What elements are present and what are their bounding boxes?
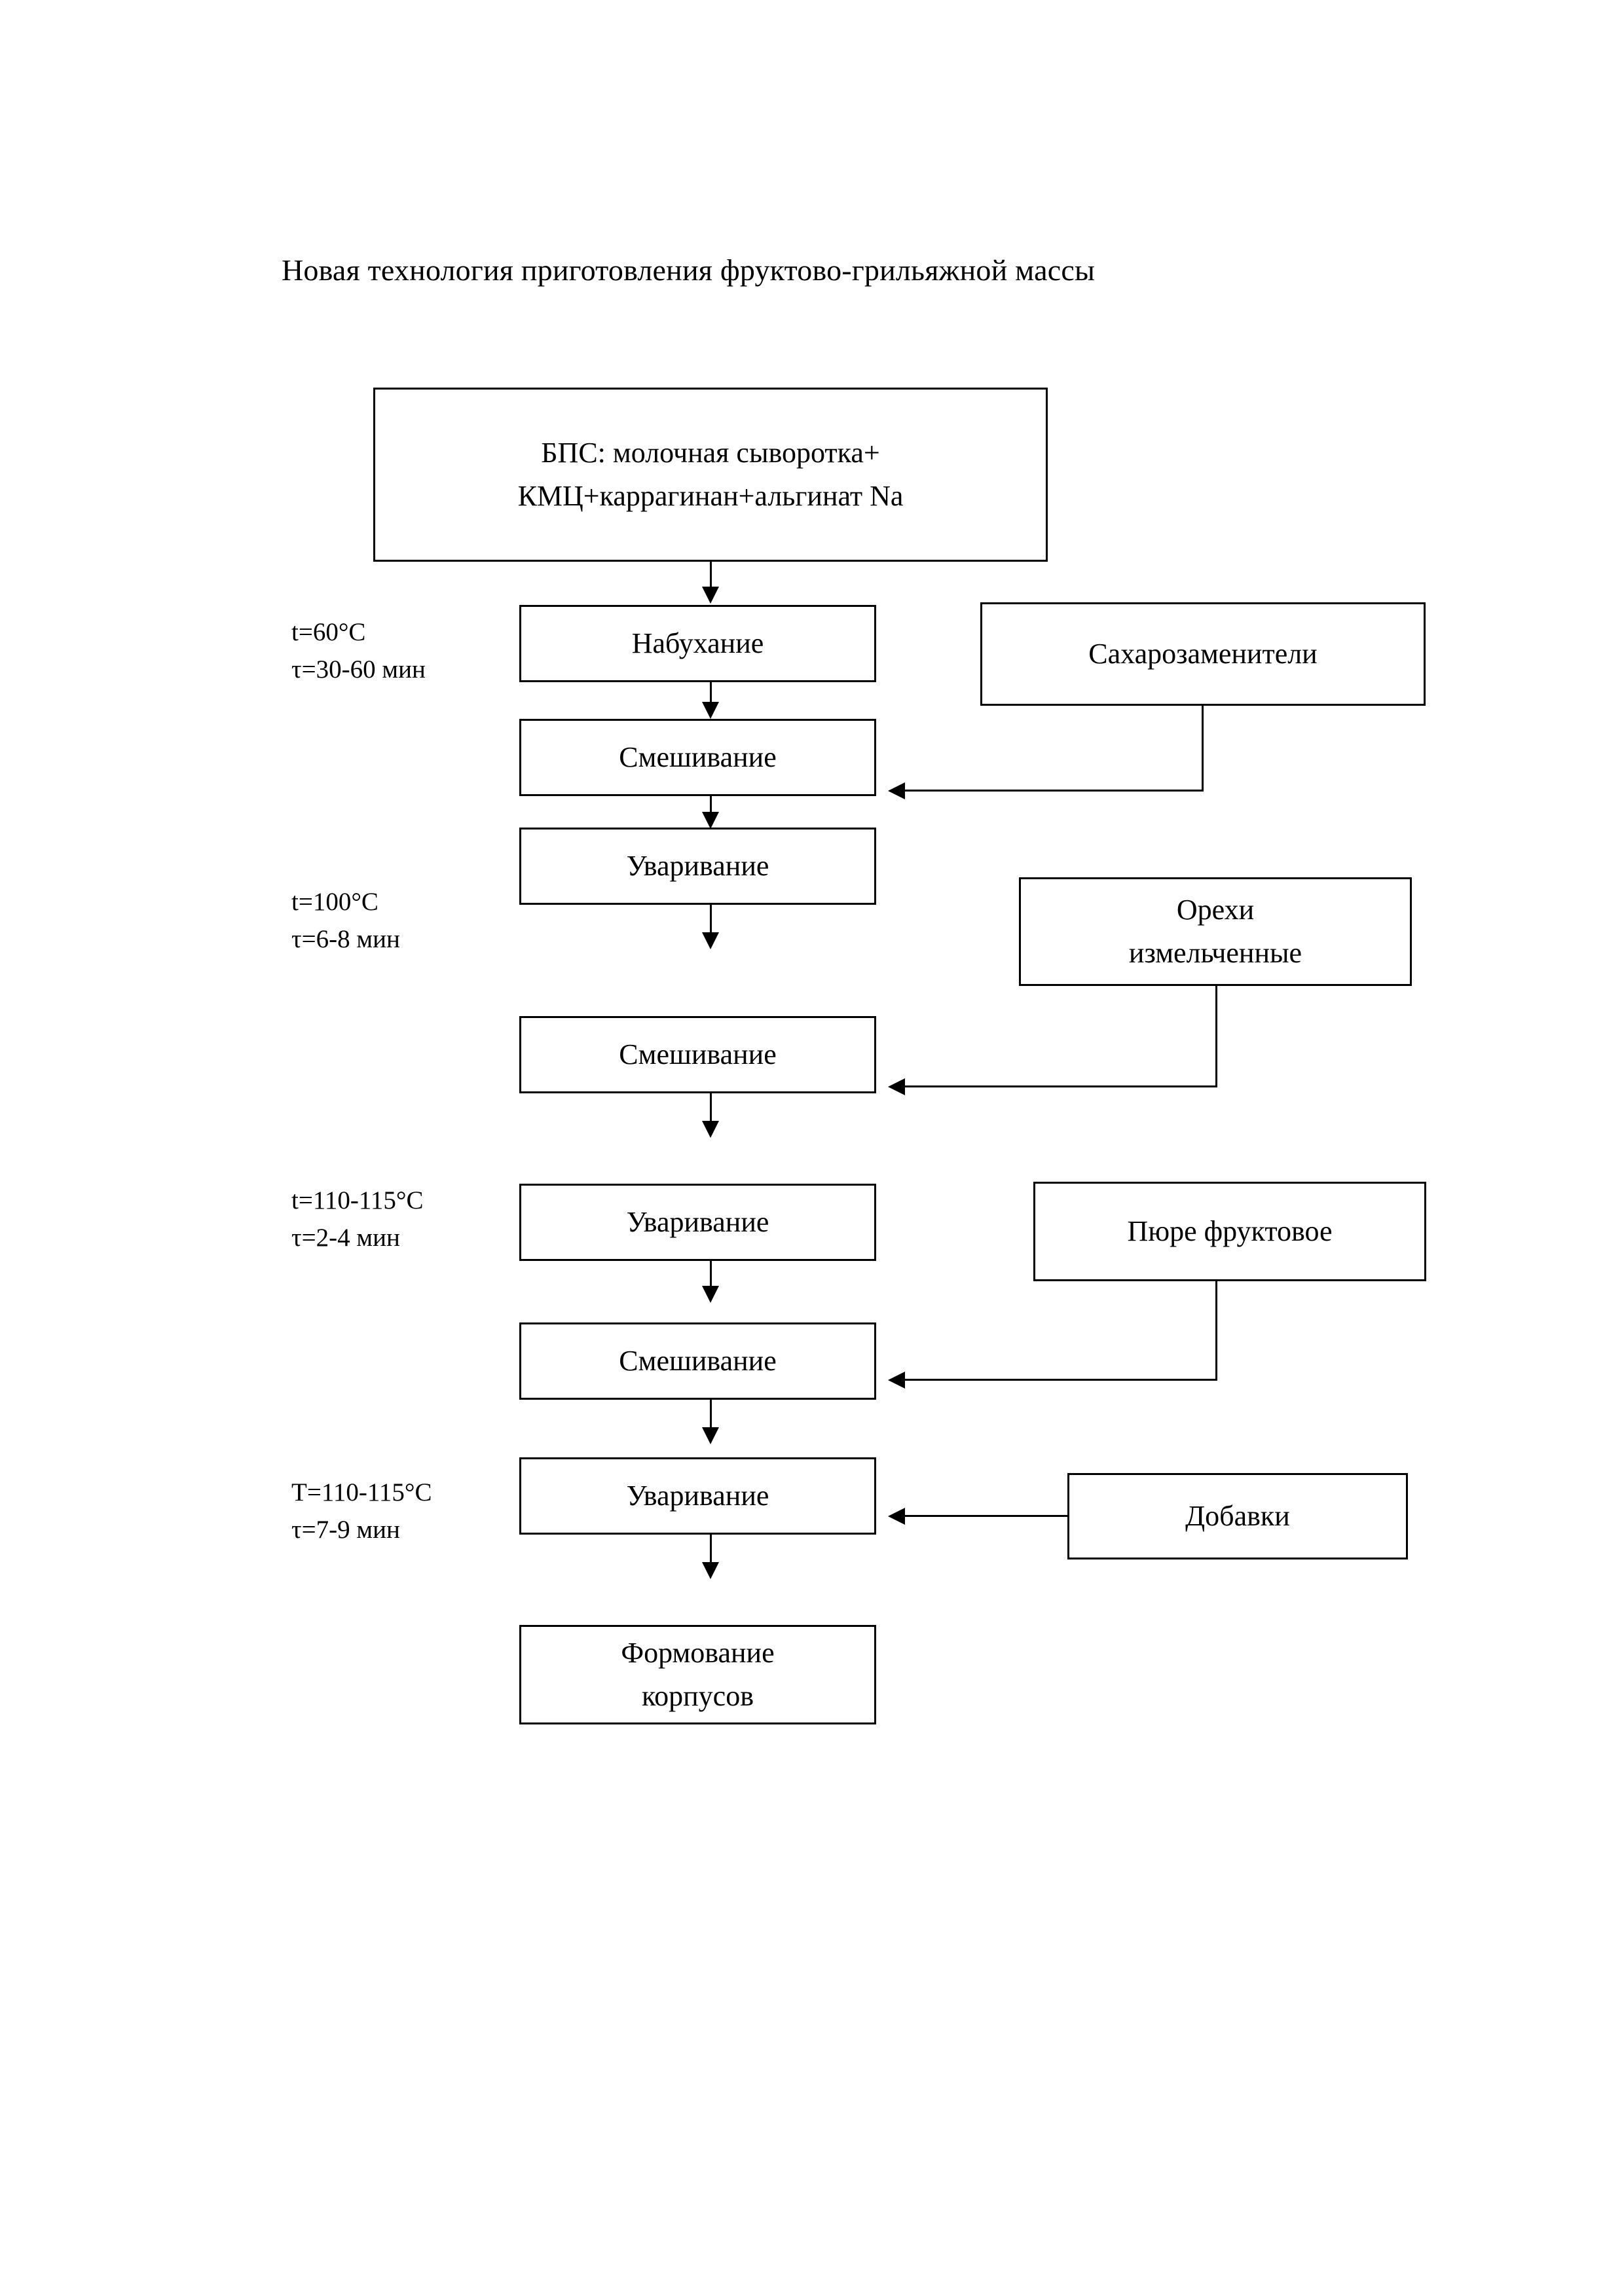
- flow-box-bps-line1: БПС: молочная сыворотка+: [541, 437, 880, 469]
- flow-box-dobavki-text: Добавки: [1185, 1499, 1290, 1532]
- connector-saharozameniteli-horizontal: [905, 790, 1204, 792]
- flow-box-formovanie-text: Формование корпусов: [614, 1631, 781, 1718]
- connector-pure-horizontal: [905, 1379, 1217, 1381]
- arrowhead-nabuhanie-to-smesh1: [702, 702, 719, 719]
- parameter-label-3-temperature: t=110-115°C: [291, 1186, 424, 1214]
- flow-box-smeshivanie-3-text: Смешивание: [619, 1344, 777, 1377]
- flow-box-nabuhanie: Набухание: [519, 605, 876, 682]
- parameter-label-1-temperature: t=60°C: [291, 618, 366, 646]
- arrowhead-uvar3-to-formovanie: [702, 1562, 719, 1579]
- flow-box-formovanie: Формование корпусов: [519, 1625, 876, 1724]
- flow-box-orehi-text: Орехи измельченные: [1122, 888, 1308, 975]
- parameter-label-2: t=100°C τ=6-8 мин: [291, 884, 400, 958]
- arrowhead-smesh1-to-uvar1: [702, 812, 719, 829]
- parameter-label-1: t=60°C τ=30-60 мин: [291, 614, 426, 688]
- flow-box-pure-fruktovoe: Пюре фруктовое: [1033, 1182, 1426, 1281]
- flow-box-uvarivanie-3-text: Уваривание: [626, 1479, 769, 1512]
- flow-box-pure-fruktovoe-text: Пюре фруктовое: [1127, 1214, 1333, 1247]
- parameter-label-2-time: τ=6-8 мин: [291, 924, 400, 953]
- arrowhead-orehi-to-smesh2: [888, 1078, 905, 1095]
- parameter-label-4: T=110-115°C τ=7-9 мин: [291, 1474, 432, 1548]
- connector-smesh2-to-uvar2: [710, 1093, 712, 1131]
- flow-box-orehi: Орехи измельченные: [1019, 877, 1412, 986]
- connector-smesh1-to-uvar1: [710, 796, 712, 822]
- flow-box-smeshivanie-2: Смешивание: [519, 1016, 876, 1093]
- parameter-label-1-time: τ=30-60 мин: [291, 655, 426, 683]
- flow-box-bps: БПС: молочная сыворотка+ КМЦ+каррагинан+…: [373, 388, 1048, 562]
- connector-nabuhanie-to-smesh1: [710, 682, 712, 714]
- parameter-label-3: t=110-115°C τ=2-4 мин: [291, 1182, 424, 1256]
- connector-smesh3-to-uvar3: [710, 1400, 712, 1436]
- flow-box-orehi-line1: Орехи: [1176, 894, 1255, 926]
- flow-box-smeshivanie-3: Смешивание: [519, 1322, 876, 1400]
- flow-box-saharozameniteli: Сахарозаменители: [980, 602, 1426, 706]
- parameter-label-4-time: τ=7-9 мин: [291, 1515, 400, 1544]
- flow-box-bps-line2: КМЦ+каррагинан+альгинат Na: [517, 480, 904, 512]
- connector-saharozameniteli-vertical: [1202, 706, 1204, 791]
- flow-box-dobavki: Добавки: [1067, 1473, 1408, 1559]
- flow-box-uvarivanie-3: Уваривание: [519, 1457, 876, 1535]
- arrowhead-uvar1-to-smesh2: [702, 932, 719, 949]
- connector-orehi-horizontal: [905, 1085, 1217, 1087]
- arrowhead-saharozameniteli-to-smesh1: [888, 782, 905, 799]
- connector-uvar1-to-smesh2: [710, 905, 712, 945]
- page-title: Новая технология приготовления фруктово-…: [282, 253, 1096, 287]
- arrowhead-bps-to-nabuhanie: [702, 587, 719, 604]
- connector-uvar2-to-smesh3: [710, 1261, 712, 1296]
- parameter-label-3-time: τ=2-4 мин: [291, 1223, 400, 1252]
- flow-box-uvarivanie-1: Уваривание: [519, 828, 876, 905]
- flow-box-smeshivanie-1-text: Смешивание: [619, 740, 777, 773]
- flow-box-nabuhanie-text: Набухание: [631, 627, 764, 659]
- flow-box-uvarivanie-2: Уваривание: [519, 1184, 876, 1261]
- flow-box-saharozameniteli-text: Сахарозаменители: [1088, 637, 1318, 670]
- connector-pure-vertical: [1215, 1281, 1217, 1381]
- flow-box-formovanie-line1: Формование: [621, 1637, 775, 1669]
- arrowhead-uvar2-to-smesh3: [702, 1286, 719, 1303]
- arrowhead-smesh2-to-uvar2: [702, 1121, 719, 1138]
- connector-bps-to-nabuhanie: [710, 562, 712, 596]
- flow-box-smeshivanie-1: Смешивание: [519, 719, 876, 796]
- arrowhead-smesh3-to-uvar3: [702, 1427, 719, 1444]
- flow-box-orehi-line2: измельченные: [1128, 937, 1302, 969]
- flow-box-uvarivanie-1-text: Уваривание: [626, 849, 769, 882]
- flow-box-smeshivanie-2-text: Смешивание: [619, 1038, 777, 1070]
- connector-dobavki-horizontal: [905, 1515, 1069, 1517]
- flow-box-bps-text: БПС: молочная сыворотка+ КМЦ+каррагинан+…: [511, 431, 910, 518]
- flow-box-uvarivanie-2-text: Уваривание: [626, 1205, 769, 1238]
- flow-box-formovanie-line2: корпусов: [641, 1680, 754, 1712]
- connector-uvar3-to-formovanie: [710, 1535, 712, 1573]
- parameter-label-4-temperature: T=110-115°C: [291, 1478, 432, 1506]
- connector-orehi-vertical: [1215, 986, 1217, 1087]
- arrowhead-pure-to-smesh3: [888, 1372, 905, 1389]
- parameter-label-2-temperature: t=100°C: [291, 888, 378, 916]
- arrowhead-dobavki-to-uvar3: [888, 1508, 905, 1525]
